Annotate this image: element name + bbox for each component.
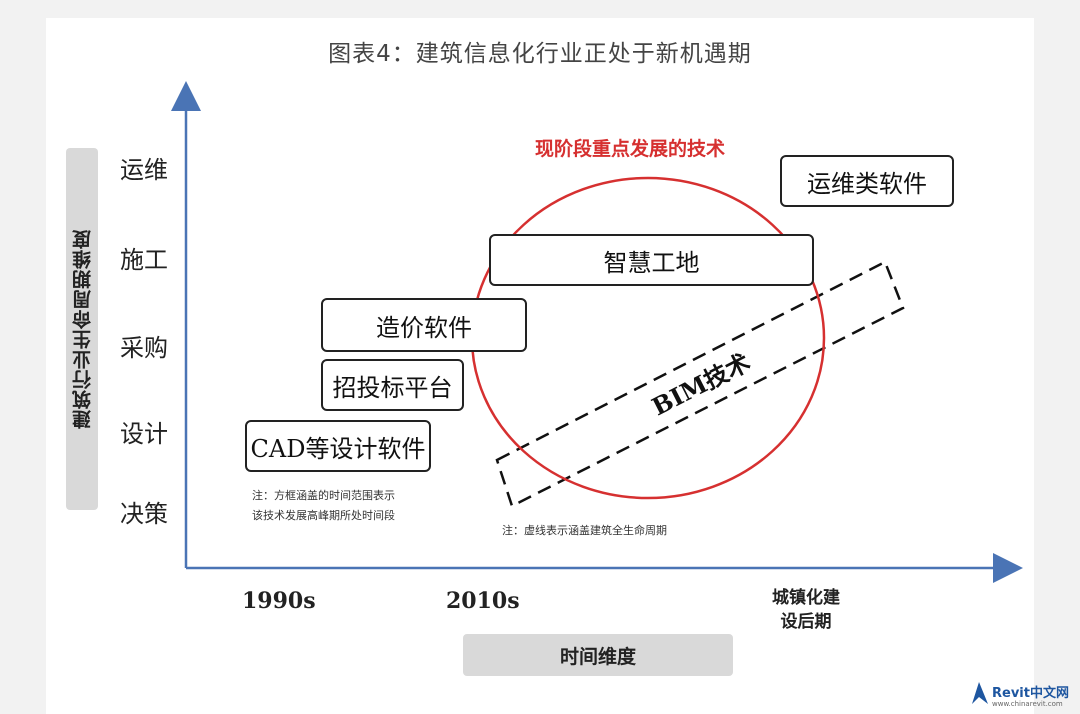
box-cad-software: CAD等设计软件 xyxy=(245,420,431,472)
y-axis-label: 建筑行业生命周期维度 xyxy=(71,229,94,429)
box-ops-software: 运维类软件 xyxy=(780,155,954,207)
y-axis-label-box: 建筑行业生命周期维度 xyxy=(66,148,98,510)
x-tick-2010s: 2010s xyxy=(446,588,520,614)
box-smart-site: 智慧工地 xyxy=(489,234,814,286)
note-left-line2: 该技术发展高峰期所处时间段 xyxy=(252,509,395,522)
note-left: 注：方框涵盖的时间范围表示 该技术发展高峰期所处时间段 xyxy=(252,486,395,526)
diagram-canvas xyxy=(46,18,1034,714)
stage-procurement: 采购 xyxy=(120,334,168,362)
stage-design: 设计 xyxy=(120,420,168,448)
highlight-label: 现阶段重点发展的技术 xyxy=(534,138,725,160)
note-left-line1: 注：方框涵盖的时间范围表示 xyxy=(252,489,395,502)
revit-logo-icon xyxy=(972,682,988,704)
stage-construction: 施工 xyxy=(120,246,168,274)
x-tick-late-urbanization: 城镇化建设后期 xyxy=(772,588,840,632)
note-right: 注：虚线表示涵盖建筑全生命周期 xyxy=(502,524,667,537)
x-tick-1990s: 1990s xyxy=(242,588,316,614)
box-bidding-platform: 招投标平台 xyxy=(321,359,464,411)
watermark: Revit中文网 www.chinarevit.com xyxy=(968,678,1078,712)
box-cost-software: 造价软件 xyxy=(321,298,527,352)
x-axis-label: 时间维度 xyxy=(463,634,733,676)
stage-decision: 决策 xyxy=(120,500,168,528)
watermark-brand: Revit中文网 xyxy=(992,686,1069,701)
watermark-url: www.chinarevit.com xyxy=(992,700,1063,708)
stage-ops: 运维 xyxy=(120,156,168,184)
bim-dashed-band xyxy=(495,260,905,508)
page-title: 图表4：建筑信息化行业正处于新机遇期 xyxy=(328,41,752,67)
